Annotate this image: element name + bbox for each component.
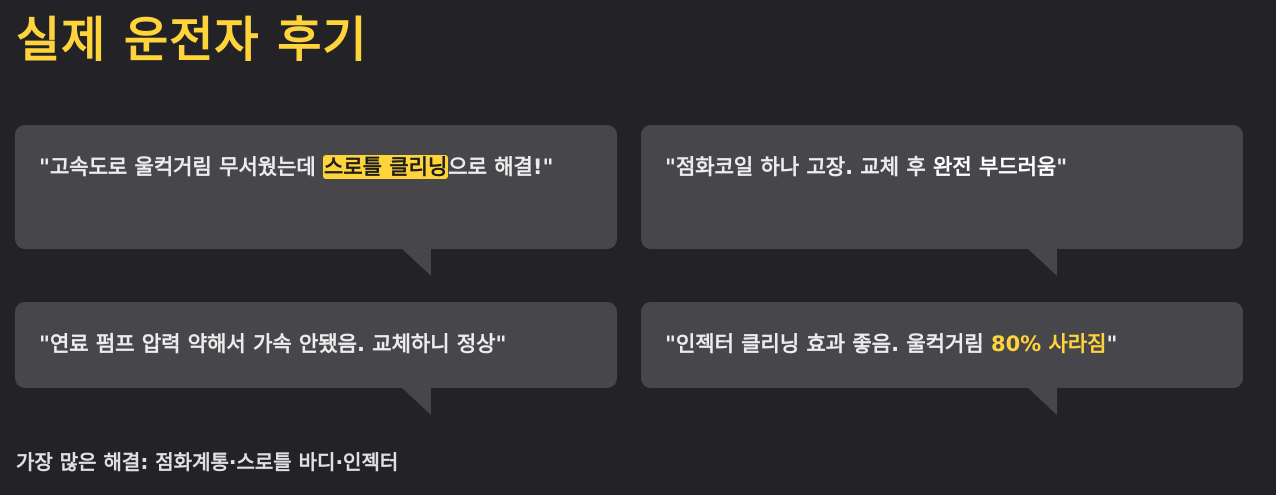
speech-tail bbox=[401, 248, 431, 276]
review-bubble-2: "점화코일 하나 고장. 교체 후 완전 부드러움" bbox=[641, 125, 1243, 276]
review-bubble-4: "인젝터 클리닝 효과 좋음. 울컥거림 80% 사라짐" bbox=[641, 302, 1243, 415]
review-text: " bbox=[1106, 332, 1118, 356]
review-text: "고속도로 울컥거림 무서웠는데 bbox=[39, 155, 324, 179]
summary-footer: 가장 많은 해결: 점화계통·스로틀 바디·인젝터 bbox=[16, 450, 399, 474]
review-text: " bbox=[1056, 155, 1068, 179]
speech-tail bbox=[401, 387, 431, 415]
review-text: 으로 해결!" bbox=[448, 155, 554, 179]
review-bubble-3: "연료 펌프 압력 약해서 가속 안됐음. 교체하니 정상" bbox=[15, 302, 617, 415]
review-highlight: 스로틀 클리닝 bbox=[323, 155, 449, 179]
review-accent: 80% 사라짐 bbox=[990, 332, 1107, 356]
page-title: 실제 운전자 후기 bbox=[16, 12, 368, 68]
speech-tail bbox=[1027, 387, 1057, 415]
review-text: "점화코일 하나 고장. 교체 후 bbox=[665, 155, 933, 179]
review-bubble-1: "고속도로 울컥거림 무서웠는데 스로틀 클리닝으로 해결!" bbox=[15, 125, 617, 276]
review-text: "연료 펌프 압력 약해서 가속 안됐음. 교체하니 정상" bbox=[39, 332, 507, 356]
review-text: "인젝터 클리닝 효과 좋음. 울컥거림 bbox=[665, 332, 991, 356]
review-emphasis: 완전 부드러움 bbox=[933, 155, 1057, 179]
speech-tail bbox=[1027, 248, 1057, 276]
